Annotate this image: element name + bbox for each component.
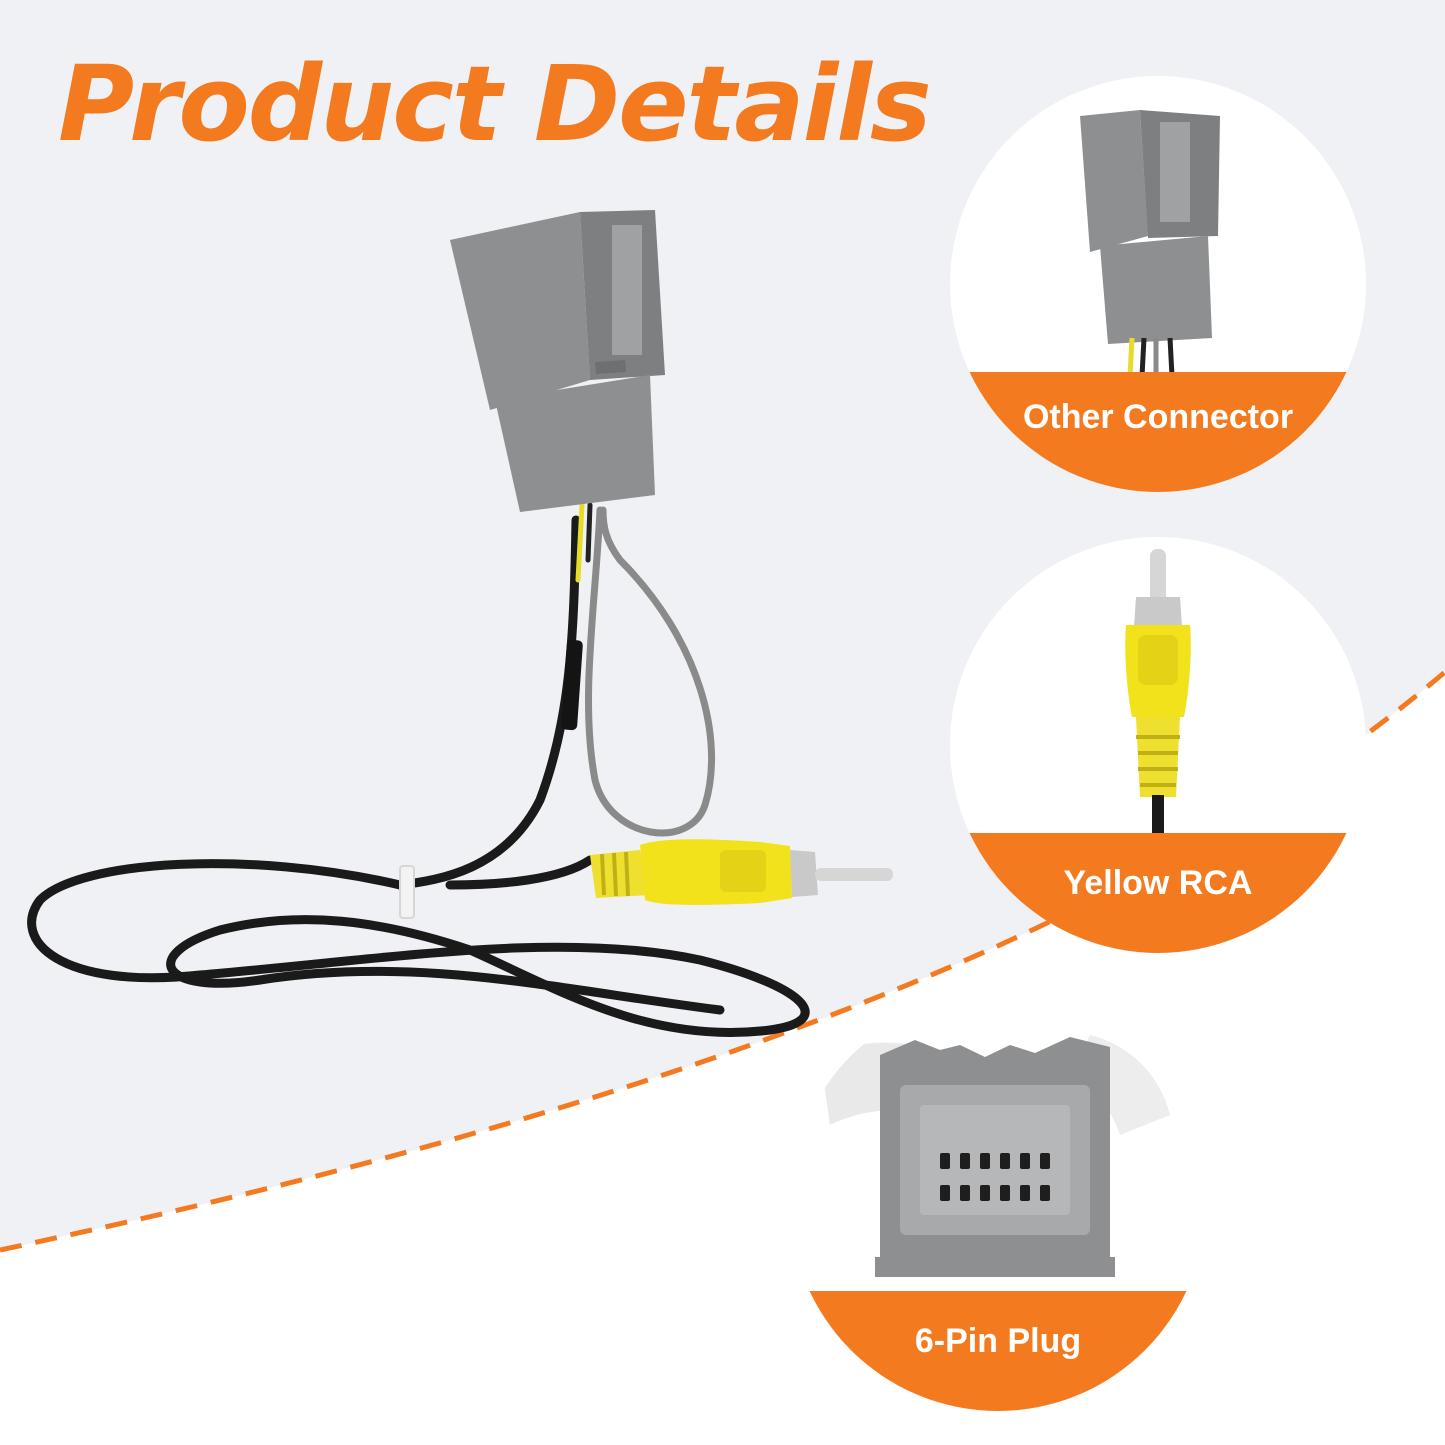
six-pin-plug-photo-icon	[820, 1035, 1170, 1277]
callout-label-band: Other Connector	[950, 372, 1366, 492]
gray-connector-shape	[450, 210, 665, 512]
callout-label: Yellow RCA	[1063, 863, 1253, 902]
callout-label-band: Yellow RCA	[950, 833, 1366, 953]
rca-plug-shape	[590, 839, 893, 905]
callout-six-pin-plug: 6-Pin Plug	[790, 995, 1206, 1411]
callout-label: 6-Pin Plug	[914, 1321, 1082, 1360]
gray-connector-photo-icon	[1080, 110, 1220, 377]
callout-other-connector: Other Connector	[950, 76, 1366, 492]
page-title: Product Details	[58, 43, 932, 165]
yellow-rca-plug-photo-icon	[1125, 549, 1191, 845]
callout-label-band: 6-Pin Plug	[790, 1291, 1206, 1411]
callout-yellow-rca: Yellow RCA	[950, 537, 1366, 953]
callout-label: Other Connector	[1022, 397, 1294, 436]
